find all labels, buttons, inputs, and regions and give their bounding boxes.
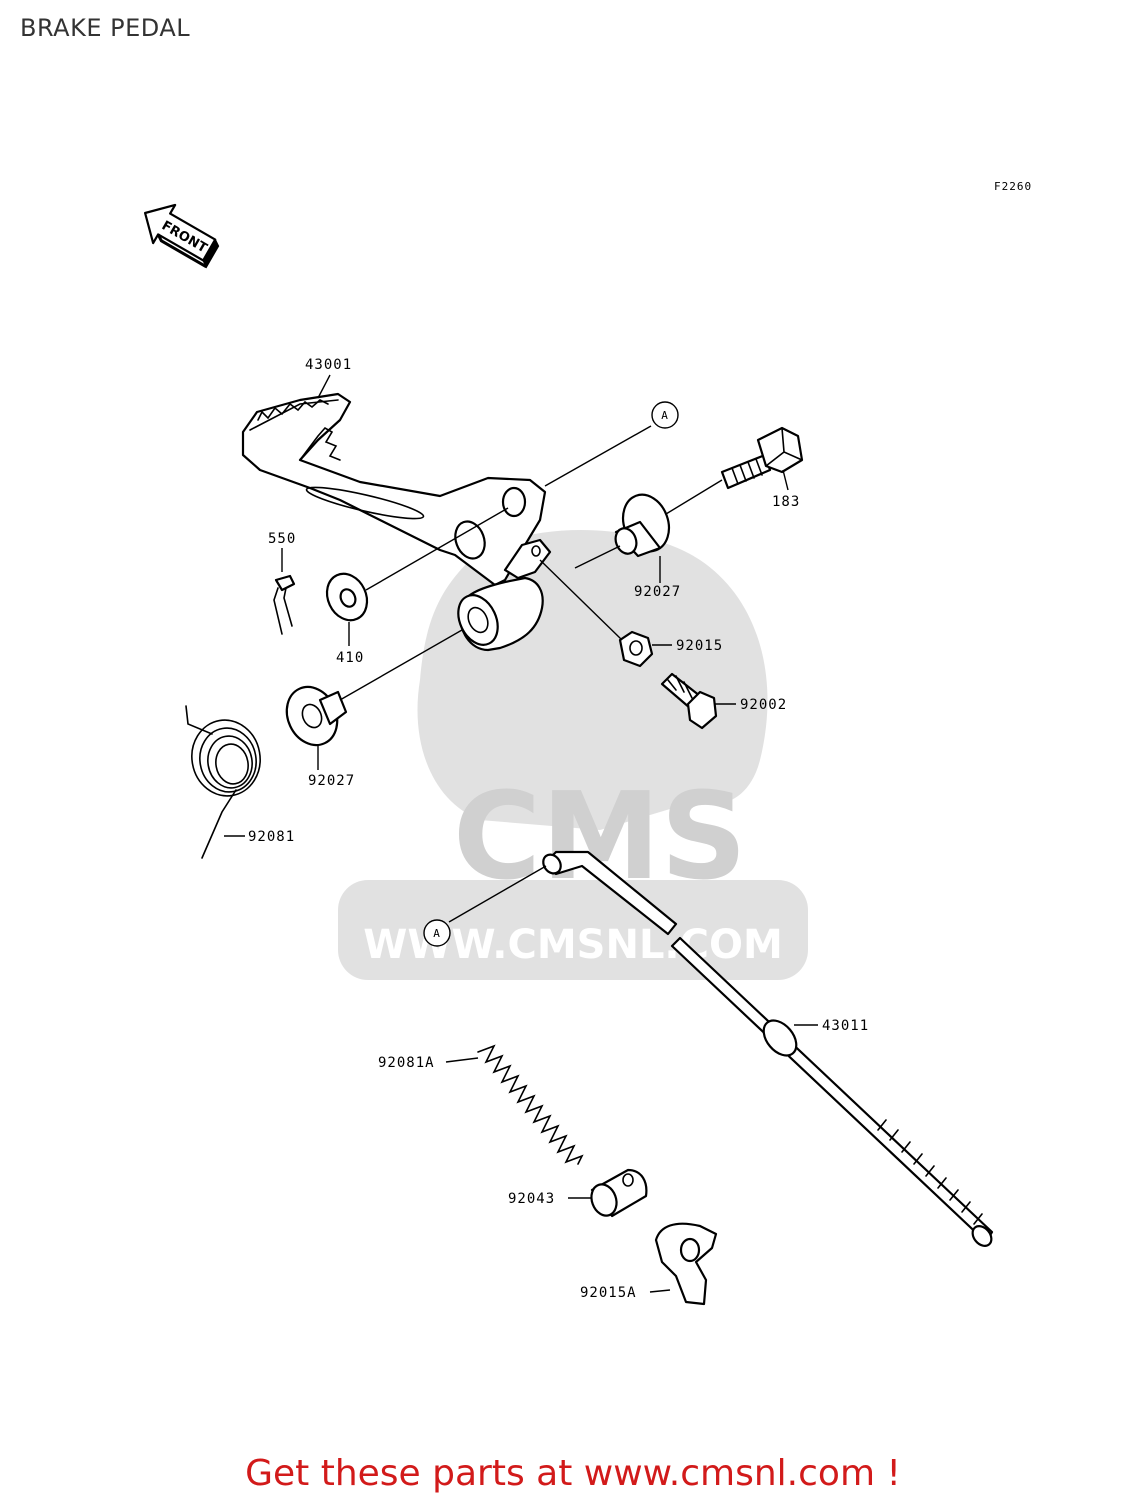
cotter-pin-550-part bbox=[273, 574, 296, 635]
brake-rod-43011-part bbox=[542, 850, 994, 1247]
spring-92081-part bbox=[185, 705, 261, 859]
callout-92081: 92081 bbox=[248, 829, 295, 845]
nut-92015a-part bbox=[654, 1222, 718, 1306]
callout-43001: 43001 bbox=[305, 357, 352, 373]
pivot-collar-part bbox=[457, 576, 544, 652]
bolt-92002-part bbox=[660, 672, 718, 730]
callout-92015: 92015 bbox=[676, 638, 723, 654]
callout-43011: 43011 bbox=[822, 1018, 869, 1034]
callout-410: 410 bbox=[336, 650, 364, 666]
ref-marker-a-lower-label: A bbox=[433, 927, 441, 940]
callout-550: 550 bbox=[268, 531, 296, 547]
washer-410-part bbox=[325, 572, 369, 622]
brake-pedal-part bbox=[241, 392, 552, 587]
page-title: BRAKE PEDAL bbox=[20, 14, 191, 42]
front-arrow-icon: FRONT bbox=[143, 203, 220, 269]
joint-92043-part bbox=[590, 1168, 648, 1218]
watermark: CMS WWW.CMSNL.COM bbox=[338, 530, 808, 980]
watermark-logo-text: CMS bbox=[453, 768, 747, 907]
ref-marker-a-upper-label: A bbox=[661, 409, 669, 422]
parts-diagram: CMS WWW.CMSNL.COM F2260 FRONT bbox=[143, 180, 1032, 1306]
spring-92081a-part bbox=[477, 1044, 584, 1165]
callout-183: 183 bbox=[772, 494, 800, 510]
callout-92027-lower: 92027 bbox=[308, 773, 355, 789]
callout-92043: 92043 bbox=[508, 1191, 555, 1207]
collar-92027-upper-part bbox=[614, 493, 671, 558]
leader-lines bbox=[224, 374, 818, 1293]
callout-92015a: 92015A bbox=[580, 1285, 637, 1301]
bolt-183-part bbox=[720, 426, 804, 490]
callout-92081a: 92081A bbox=[378, 1055, 435, 1071]
nut-92015-part bbox=[618, 630, 654, 668]
callout-92027-upper: 92027 bbox=[634, 584, 681, 600]
collar-92027-lower-part bbox=[285, 685, 348, 747]
figure-code: F2260 bbox=[994, 180, 1032, 193]
ref-marker-a-upper: A bbox=[651, 401, 679, 429]
footer-link-text[interactable]: Get these parts at www.cmsnl.com ! bbox=[245, 1453, 901, 1494]
ref-marker-a-lower: A bbox=[423, 919, 451, 947]
callout-92002: 92002 bbox=[740, 697, 787, 713]
